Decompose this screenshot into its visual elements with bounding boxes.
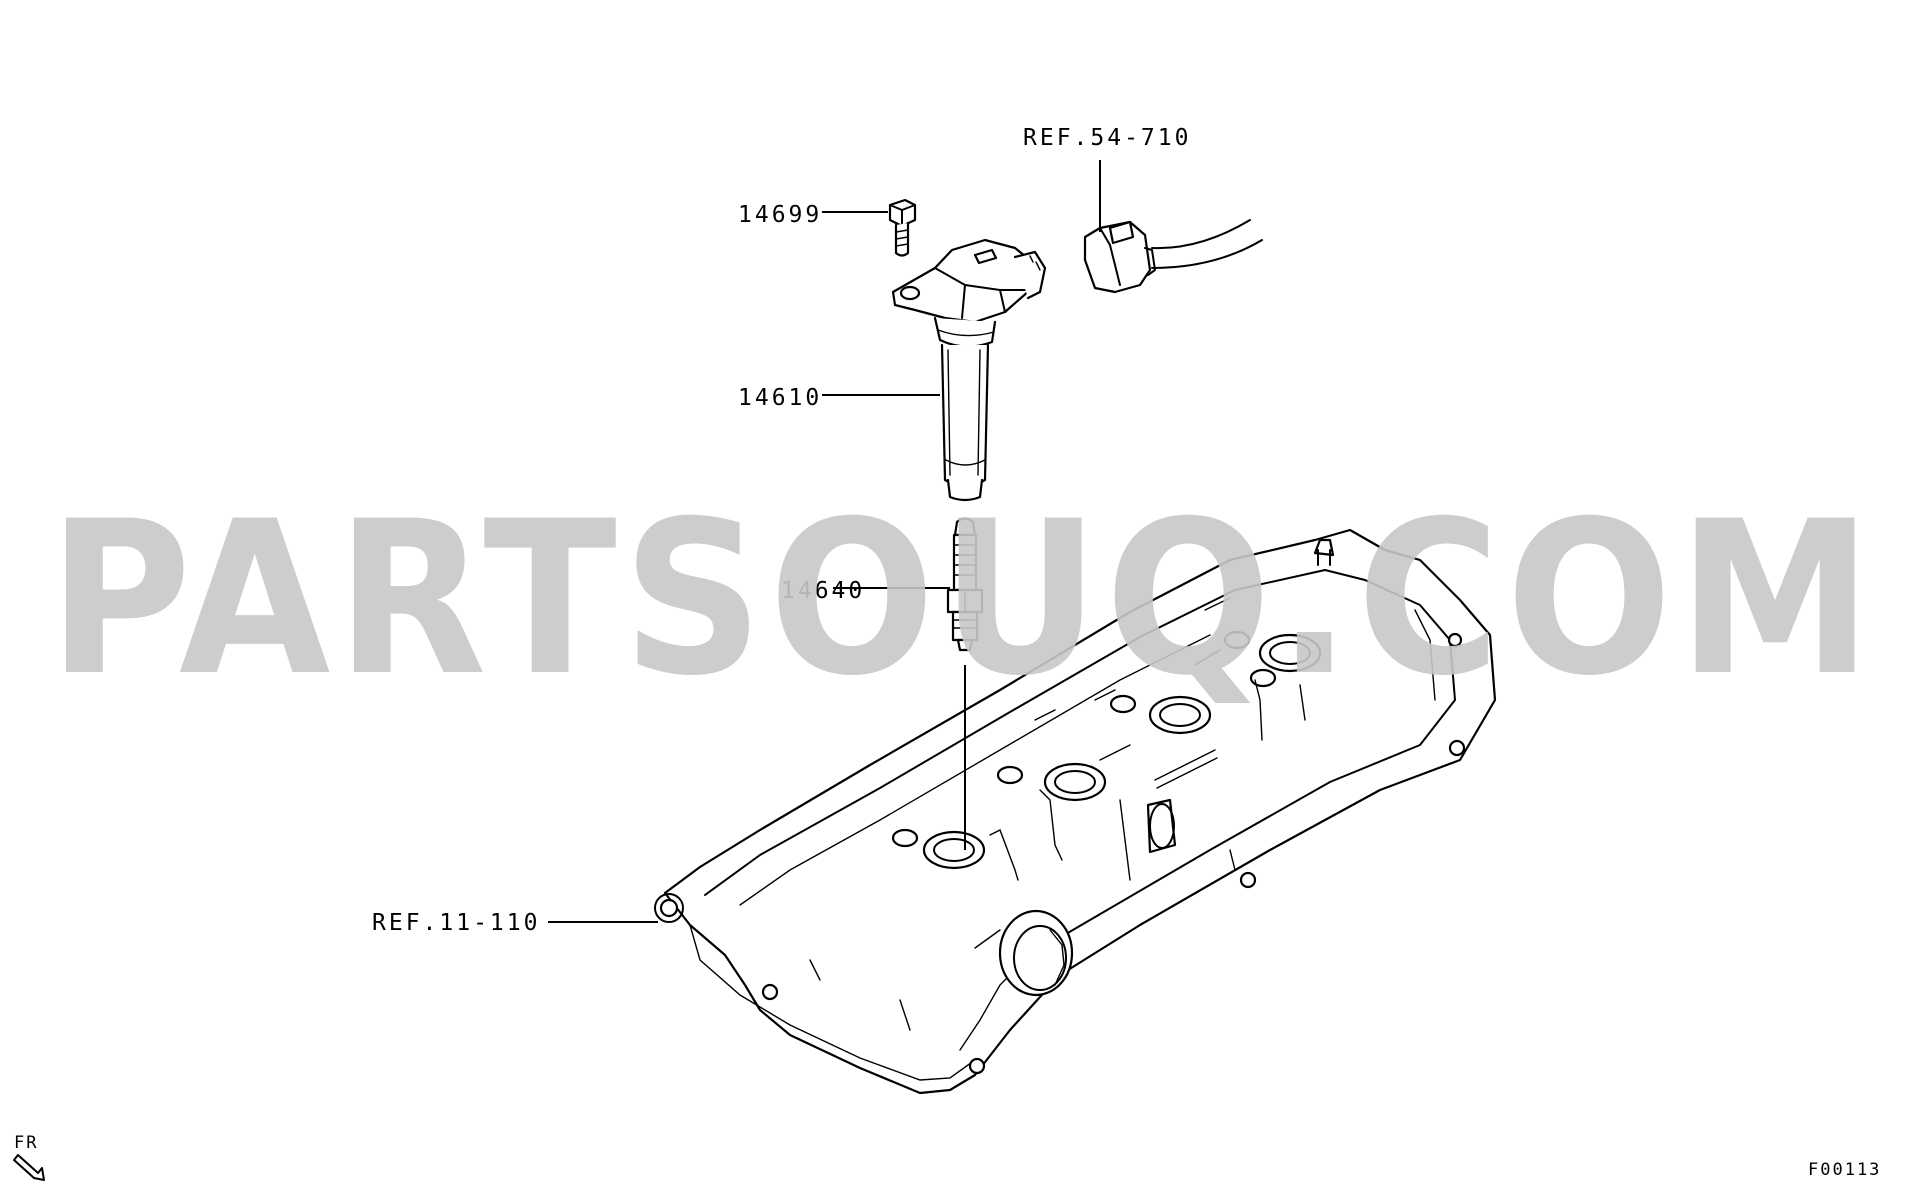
label-part-14610[interactable]: 14610 <box>738 385 822 411</box>
harness-connector <box>1083 219 1263 294</box>
direction-label: FR <box>14 1133 38 1153</box>
ignition-coil-14610 <box>891 238 1047 502</box>
front-direction-indicator: FR <box>13 1133 45 1181</box>
figure-code: F00113 <box>1808 1160 1881 1180</box>
bolt-14699 <box>888 198 917 257</box>
label-ref-54-710[interactable]: REF.54-710 <box>1023 125 1191 151</box>
label-ref-11-110[interactable]: REF.11-110 <box>372 910 540 936</box>
label-part-14699[interactable]: 14699 <box>738 202 822 228</box>
spark-plug-14640 <box>946 517 984 850</box>
leader-lines <box>548 160 1101 923</box>
watermark: PARTSOUQ.COM <box>48 475 1878 722</box>
rocker-cover <box>654 528 1497 1095</box>
front-arrow-icon <box>13 1154 45 1181</box>
label-part-14640[interactable]: 14640 <box>781 578 865 604</box>
